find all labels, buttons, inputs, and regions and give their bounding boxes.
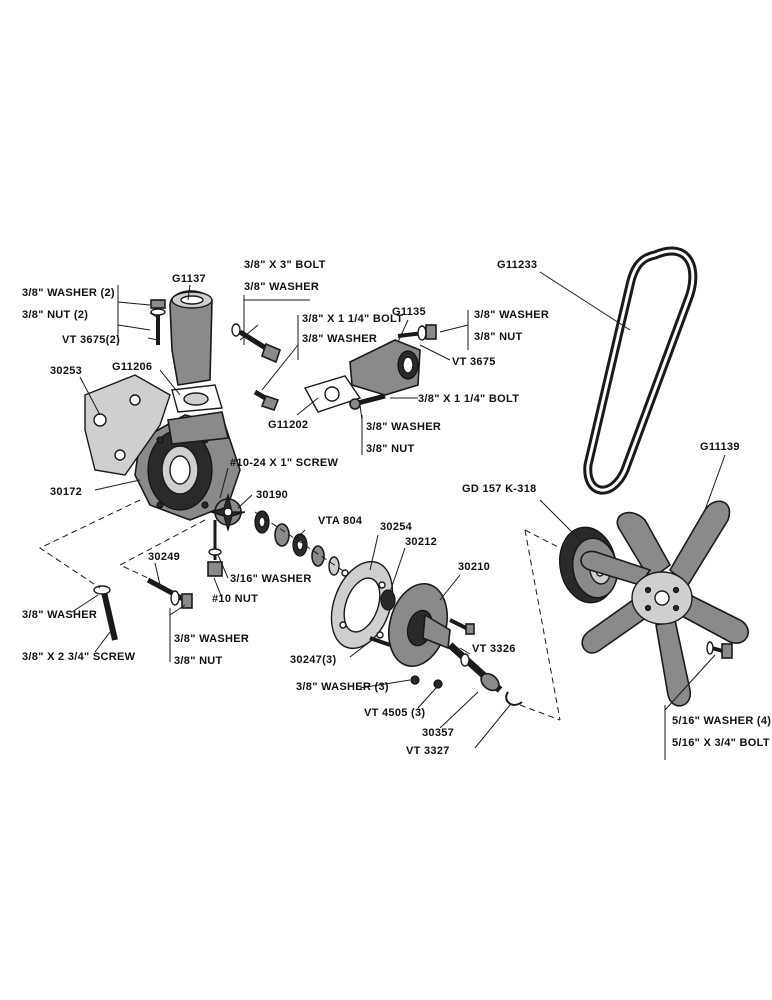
label-screw-234: 3/8" X 2 3/4" SCREW (22, 651, 136, 663)
label-g11206: G11206 (112, 361, 152, 373)
label-nut-c: 3/8" NUT (474, 331, 523, 343)
label-30254: 30254 (380, 521, 413, 533)
gasket-g11206 (167, 384, 229, 445)
label-washer-316: 3/16" WASHER (230, 573, 312, 585)
gasket-g11202 (303, 375, 362, 413)
label-nut-2: 3/8" NUT (2) (22, 309, 88, 321)
label-washer-3: 3/8" WASHER (3) (296, 681, 389, 693)
label-30249: 30249 (148, 551, 180, 563)
label-washer-a: 3/8" WASHER (244, 281, 319, 293)
label-washer-e: 3/8" WASHER (22, 609, 97, 621)
label-bolt-114b: 3/8" X 1 1/4" BOLT (418, 393, 519, 405)
screw-234 (93, 585, 118, 641)
label-30190: 30190 (256, 489, 288, 501)
label-g11202: G11202 (268, 419, 308, 431)
gasket-30254 (330, 560, 394, 650)
assembly-lines (38, 499, 561, 721)
snap-ring (505, 691, 523, 706)
pump-cover (388, 582, 451, 668)
label-gd157: GD 157 K-318 (462, 483, 537, 495)
fan-blade (580, 500, 749, 707)
label-nut-10: #10 NUT (212, 593, 258, 605)
label-washer-f: 3/8" WASHER (174, 633, 249, 645)
outlet-elbow (349, 339, 421, 396)
label-vt3326: VT 3326 (472, 643, 516, 655)
label-vt4505: VT 4505 (3) (364, 707, 425, 719)
label-bolt-114a: 3/8" X 1 1/4" BOLT (302, 313, 403, 325)
label-washer-4: 5/16" WASHER (4) (672, 715, 771, 727)
label-g1135: G1135 (392, 306, 426, 318)
label-30253: 30253 (50, 365, 82, 377)
label-vta804: VTA 804 (318, 515, 363, 527)
bolt-3in (231, 323, 281, 364)
screw-10-24 (207, 520, 223, 577)
label-30212: 30212 (405, 536, 437, 548)
label-screw-1024: #10-24 X 1" SCREW (230, 457, 338, 469)
label-washer-d: 3/8" WASHER (366, 421, 441, 433)
bolt-114-right (349, 393, 386, 410)
bolt-114-left (253, 389, 280, 411)
label-nut-d: 3/8" NUT (366, 443, 415, 455)
seal-30212 (380, 589, 396, 611)
label-nut-f: 3/8" NUT (174, 655, 223, 667)
shaft-30357 (447, 642, 503, 693)
mounting-bracket (84, 374, 171, 476)
stud-30249 (146, 577, 193, 609)
bolts-30247 (369, 618, 475, 647)
thermostat-elbow (169, 290, 213, 386)
stud-washer-nut-top (150, 299, 166, 345)
label-washer-b: 3/8" WASHER (302, 333, 377, 345)
label-vt3675: VT 3675 (452, 356, 496, 368)
label-30210: 30210 (458, 561, 490, 573)
label-bolt-3: 3/8" X 3" BOLT (244, 259, 326, 271)
label-g1137: G1137 (172, 273, 206, 285)
label-washer-2: 3/8" WASHER (2) (22, 287, 115, 299)
label-g11139: G11139 (700, 441, 740, 453)
label-vt3675-2: VT 3675(2) (62, 334, 120, 346)
fan-belt (583, 246, 698, 495)
impeller (208, 492, 246, 533)
label-bolt-4: 5/16" X 3/4" BOLT (4) (672, 737, 772, 749)
stud-washer-nut-right (397, 324, 437, 341)
label-30247: 30247(3) (290, 654, 336, 666)
seal-kit (254, 510, 346, 576)
label-30172: 30172 (50, 486, 82, 498)
part-labels: 3/8" WASHER (2) 3/8" NUT (2) VT 3675(2) … (22, 259, 772, 757)
label-g11233: G11233 (497, 259, 537, 271)
leader-lines (71, 271, 726, 760)
fan-bolt (706, 641, 733, 659)
washers-vt4505 (410, 675, 443, 689)
label-washer-c: 3/8" WASHER (474, 309, 549, 321)
label-vt3327: VT 3327 (406, 745, 450, 757)
label-30357: 30357 (422, 727, 454, 739)
